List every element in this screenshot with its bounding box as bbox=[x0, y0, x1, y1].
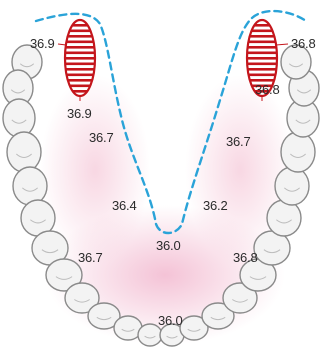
probe-stripe bbox=[246, 74, 278, 77]
left-sulcus-upper-reading: 36.7 bbox=[89, 130, 114, 145]
left-probe-top-reading: 36.9 bbox=[30, 36, 55, 51]
tongue-tip-reading: 36.0 bbox=[156, 238, 181, 253]
right-probe-bottom-reading: 36.8 bbox=[255, 82, 280, 97]
tooth bbox=[3, 99, 35, 137]
right-sulcus-mid-reading: 36.2 bbox=[203, 198, 228, 213]
probe-stripe bbox=[64, 57, 96, 60]
probe-stripe bbox=[64, 74, 96, 77]
palate-bottom-reading: 36.0 bbox=[158, 313, 183, 328]
left-probe-bottom-reading: 36.9 bbox=[67, 106, 92, 121]
probe-stripe bbox=[246, 68, 278, 71]
probe-stripe bbox=[64, 63, 96, 66]
tooth bbox=[13, 167, 47, 205]
probe-stripe bbox=[246, 46, 278, 49]
probe-stripe bbox=[64, 52, 96, 55]
right-probe-top-reading: 36.8 bbox=[291, 36, 316, 51]
tooth bbox=[7, 132, 41, 172]
probe-stripe bbox=[64, 41, 96, 44]
right-floor-reading: 36.8 bbox=[233, 250, 258, 265]
probe-stripe bbox=[246, 41, 278, 44]
probe-stripe bbox=[64, 68, 96, 71]
tooth bbox=[275, 167, 309, 205]
probe-stripe bbox=[64, 24, 96, 27]
probe-stripe bbox=[64, 46, 96, 49]
probe-stripe bbox=[246, 57, 278, 60]
tooth bbox=[281, 132, 315, 172]
right-sulcus-upper-reading: 36.7 bbox=[226, 134, 251, 149]
probe-stripe bbox=[246, 52, 278, 55]
left-sulcus-mid-reading: 36.4 bbox=[112, 198, 137, 213]
probe-stripe bbox=[246, 24, 278, 27]
left-floor-reading: 36.7 bbox=[78, 250, 103, 265]
tooth bbox=[267, 200, 301, 236]
probe-stripe bbox=[246, 63, 278, 66]
